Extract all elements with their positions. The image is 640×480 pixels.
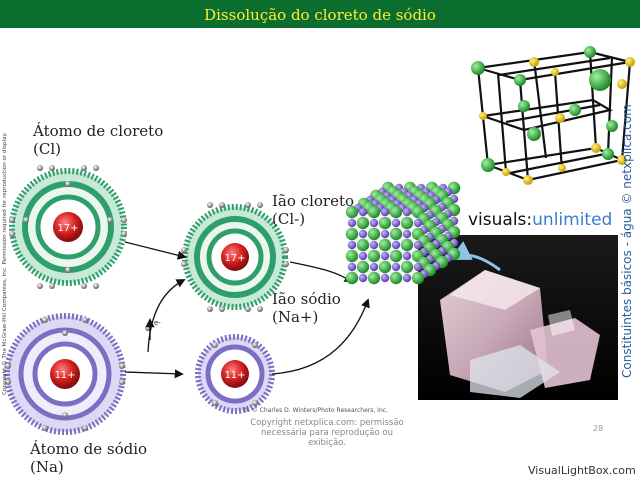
sodium-sphere — [359, 230, 367, 238]
chloride-sphere — [401, 261, 413, 273]
right-vertical-caption: Constituintes básicos - água © netxplica… — [618, 140, 638, 380]
sodium-ion-nucleus-label: 11+ — [224, 370, 245, 381]
lightbox-watermark: VisualLightBox.com — [528, 464, 636, 477]
chloride-sphere — [412, 272, 424, 284]
chloride-sphere — [401, 217, 413, 229]
sodium-sphere — [403, 252, 411, 260]
sodium-ion-label-line2: (Na+) — [272, 308, 341, 326]
sodium-sphere — [381, 252, 389, 260]
sodium-sphere — [414, 219, 422, 227]
chloride-ion-label: Ião cloreto (Cl-) — [272, 192, 354, 228]
sodium-sphere — [359, 252, 367, 260]
sodium-sphere — [403, 230, 411, 238]
visuals-unlimited-logo: visuals:unlimited — [468, 210, 612, 230]
electron-label: e- — [154, 319, 161, 327]
chloride-sphere — [368, 250, 380, 262]
sodium-sphere — [348, 263, 356, 271]
chlorine-nucleus-label: 17+ — [57, 223, 78, 234]
page-number: 28 — [593, 424, 603, 433]
sodium-sphere — [370, 241, 378, 249]
chloride-sphere — [357, 261, 369, 273]
chloride-sphere — [379, 261, 391, 273]
chlorine-atom-label: Átomo de cloreto (Cl) — [33, 122, 163, 158]
copyright-notice: Copyright netxplica.com: permissão neces… — [242, 418, 412, 448]
chloride-sphere — [357, 239, 369, 251]
chloride-sphere — [368, 228, 380, 240]
sodium-sphere — [359, 274, 367, 282]
sodium-sphere — [414, 241, 422, 249]
chloride-ion-label-line1: Ião cloreto — [272, 192, 354, 210]
chlorine-atom-label-line1: Átomo de cloreto — [33, 122, 163, 140]
chloride-sphere — [390, 206, 402, 218]
sodium-atom-label: Átomo de sódio (Na) — [30, 440, 147, 476]
sodium-sphere — [370, 219, 378, 227]
sodium-sphere — [392, 241, 400, 249]
sodium-sphere — [414, 263, 422, 271]
visuals-logo-part-b: unlimited — [532, 210, 612, 230]
copyright-notice-line2: necessária para reprodução ou exibição. — [242, 428, 412, 448]
sodium-sphere — [381, 208, 389, 216]
sodium-sphere — [348, 241, 356, 249]
chloride-sphere — [357, 217, 369, 229]
sodium-sphere — [370, 263, 378, 271]
chloride-sphere — [346, 228, 358, 240]
chloride-sphere — [379, 217, 391, 229]
chloride-sphere — [390, 250, 402, 262]
visuals-logo-part-a: visuals: — [468, 210, 532, 230]
sodium-sphere — [381, 274, 389, 282]
sodium-sphere — [392, 263, 400, 271]
sodium-sphere — [359, 208, 367, 216]
chloride-ion-label-line2: (Cl-) — [272, 210, 354, 228]
chloride-sphere — [346, 272, 358, 284]
sodium-atom-label-line1: Átomo de sódio — [30, 440, 147, 458]
left-copyright-vertical: Copyright © The McGraw-Hill Companies, I… — [2, 95, 12, 395]
chlorine-atom-label-line2: (Cl) — [33, 140, 163, 158]
sodium-sphere — [403, 208, 411, 216]
right-vertical-text: Constituintes básicos - água © netxplica… — [620, 104, 634, 378]
chloride-sphere — [401, 239, 413, 251]
left-copyright-text: Copyright © The McGraw-Hill Companies, I… — [2, 132, 8, 395]
chloride-sphere — [368, 206, 380, 218]
sodium-ion-label: Ião sódio (Na+) — [272, 290, 341, 326]
chloride-sphere — [390, 228, 402, 240]
chloride-sphere — [390, 272, 402, 284]
copyright-notice-line1: Copyright netxplica.com: permissão — [242, 418, 412, 428]
chloride-sphere — [379, 239, 391, 251]
chloride-sphere — [346, 250, 358, 262]
sodium-nucleus-label: 11+ — [54, 370, 75, 381]
sodium-ion-label-line1: Ião sódio — [272, 290, 341, 308]
chloride-sphere — [368, 272, 380, 284]
sodium-atom-label-line2: (Na) — [30, 458, 147, 476]
chloride-nucleus-label: 17+ — [224, 253, 245, 264]
sodium-sphere — [381, 230, 389, 238]
sodium-sphere — [403, 274, 411, 282]
photo-credit: b: © Charles D. Winters/Photo Researcher… — [244, 407, 388, 414]
sodium-sphere — [392, 219, 400, 227]
